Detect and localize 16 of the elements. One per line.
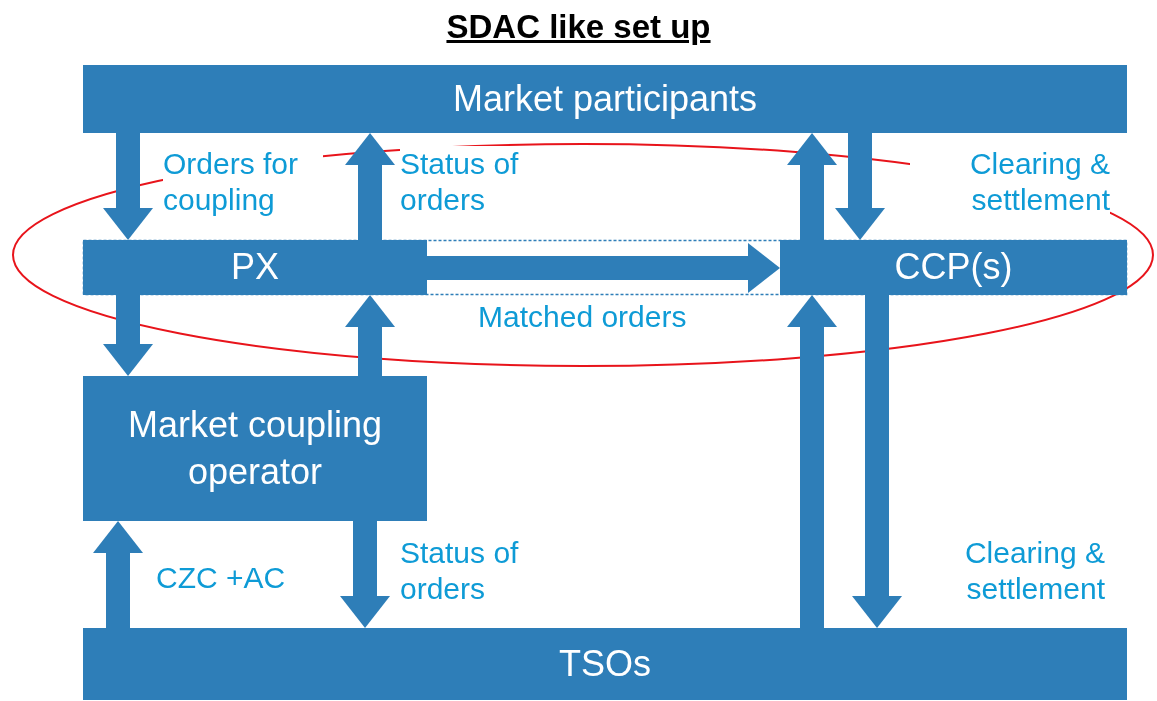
block-arrow xyxy=(340,521,390,628)
block-arrow xyxy=(427,243,780,293)
process-box: CCP(s) xyxy=(780,240,1127,295)
process-box: PX xyxy=(83,240,427,295)
process-box: Market participants xyxy=(83,65,1127,133)
block-arrow xyxy=(852,295,902,628)
block-arrow xyxy=(345,133,395,240)
diagram-title: SDAC like set up xyxy=(446,8,711,45)
block-arrow xyxy=(345,295,395,376)
block-arrow xyxy=(787,133,837,240)
block-arrow xyxy=(103,295,153,376)
block-arrow xyxy=(103,133,153,240)
process-box: TSOs xyxy=(83,628,1127,700)
process-box: Market coupling operator xyxy=(83,376,427,521)
block-arrow xyxy=(787,295,837,628)
block-arrow xyxy=(93,521,143,628)
